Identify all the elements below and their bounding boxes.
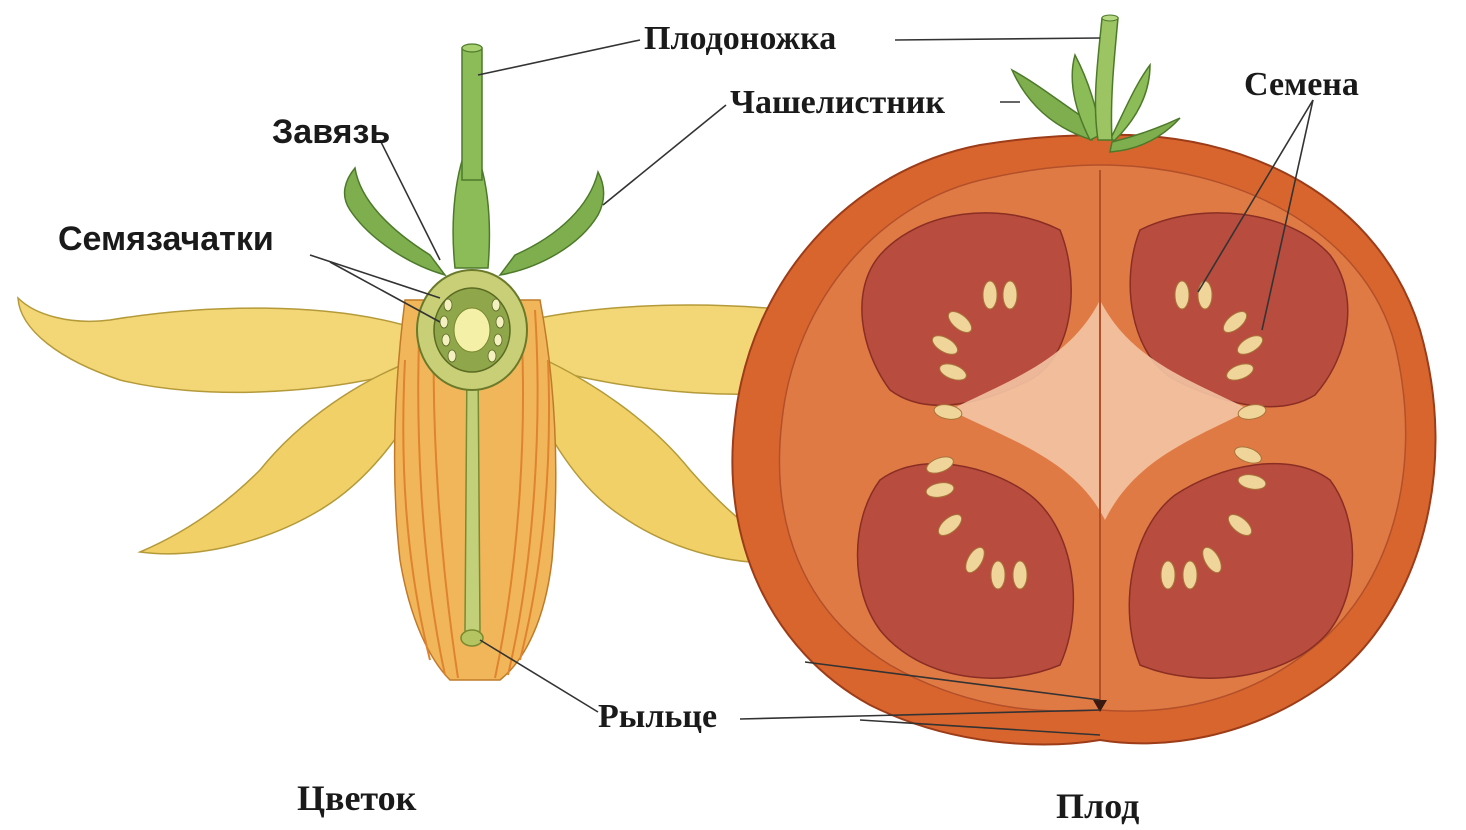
fruit-illustration (732, 15, 1435, 744)
label-seeds: Семена (1244, 68, 1359, 102)
label-stigma: Рыльце (598, 700, 717, 734)
pedicel-flower (462, 48, 482, 180)
stigma-flower (461, 630, 483, 646)
ovary-center (454, 308, 490, 352)
caption-flower: Цветок (297, 780, 416, 816)
label-sepal: Чашелистник (730, 86, 945, 120)
sepal-flower-left (345, 168, 445, 275)
style (465, 360, 480, 641)
petal-left (18, 298, 420, 392)
label-ovules: Семязачатки (58, 222, 274, 256)
pedicel-fruit (1095, 18, 1118, 140)
sepal-flower-right (500, 172, 604, 275)
caption-fruit: Плод (1056, 788, 1139, 824)
label-ovary: Завязь (272, 115, 390, 149)
sepal-fruit-mid-right (1110, 65, 1150, 140)
label-peduncle: Плодоножка (644, 22, 836, 56)
